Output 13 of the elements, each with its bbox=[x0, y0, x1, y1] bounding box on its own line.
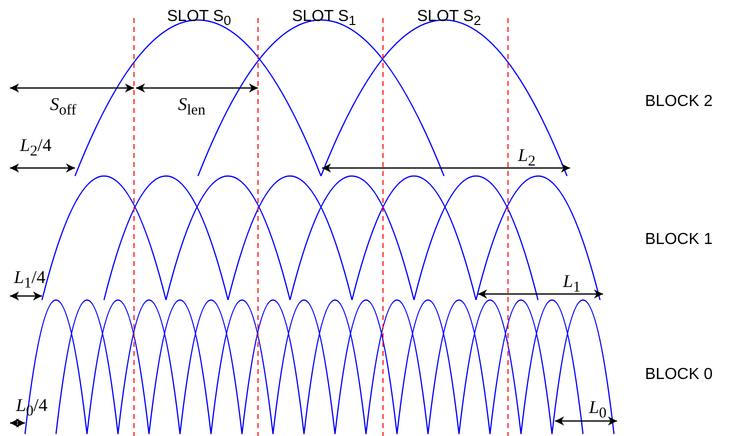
block-label: BLOCK 2 bbox=[645, 93, 713, 111]
slot-label: SLOT S$_{0}$ bbox=[167, 8, 232, 30]
dimension-label: L$_{0}$ bbox=[589, 398, 607, 423]
dimension-label: L$_{1}$ bbox=[563, 272, 581, 297]
block-label: BLOCK 0 bbox=[645, 366, 713, 384]
dimension-label: L$_{2}$ bbox=[518, 146, 536, 171]
dimension-label: S$_{len}$ bbox=[178, 95, 206, 120]
block-label: BLOCK 1 bbox=[645, 231, 713, 249]
dimension-label: L$_{2}$/4 bbox=[20, 136, 52, 161]
dimension-label: S$_{off}$ bbox=[50, 95, 76, 120]
dimension-label: L$_{1}$/4 bbox=[14, 268, 46, 293]
slot-label: SLOT S$_{2}$ bbox=[417, 8, 482, 30]
slot-label: SLOT S$_{1}$ bbox=[292, 8, 356, 30]
